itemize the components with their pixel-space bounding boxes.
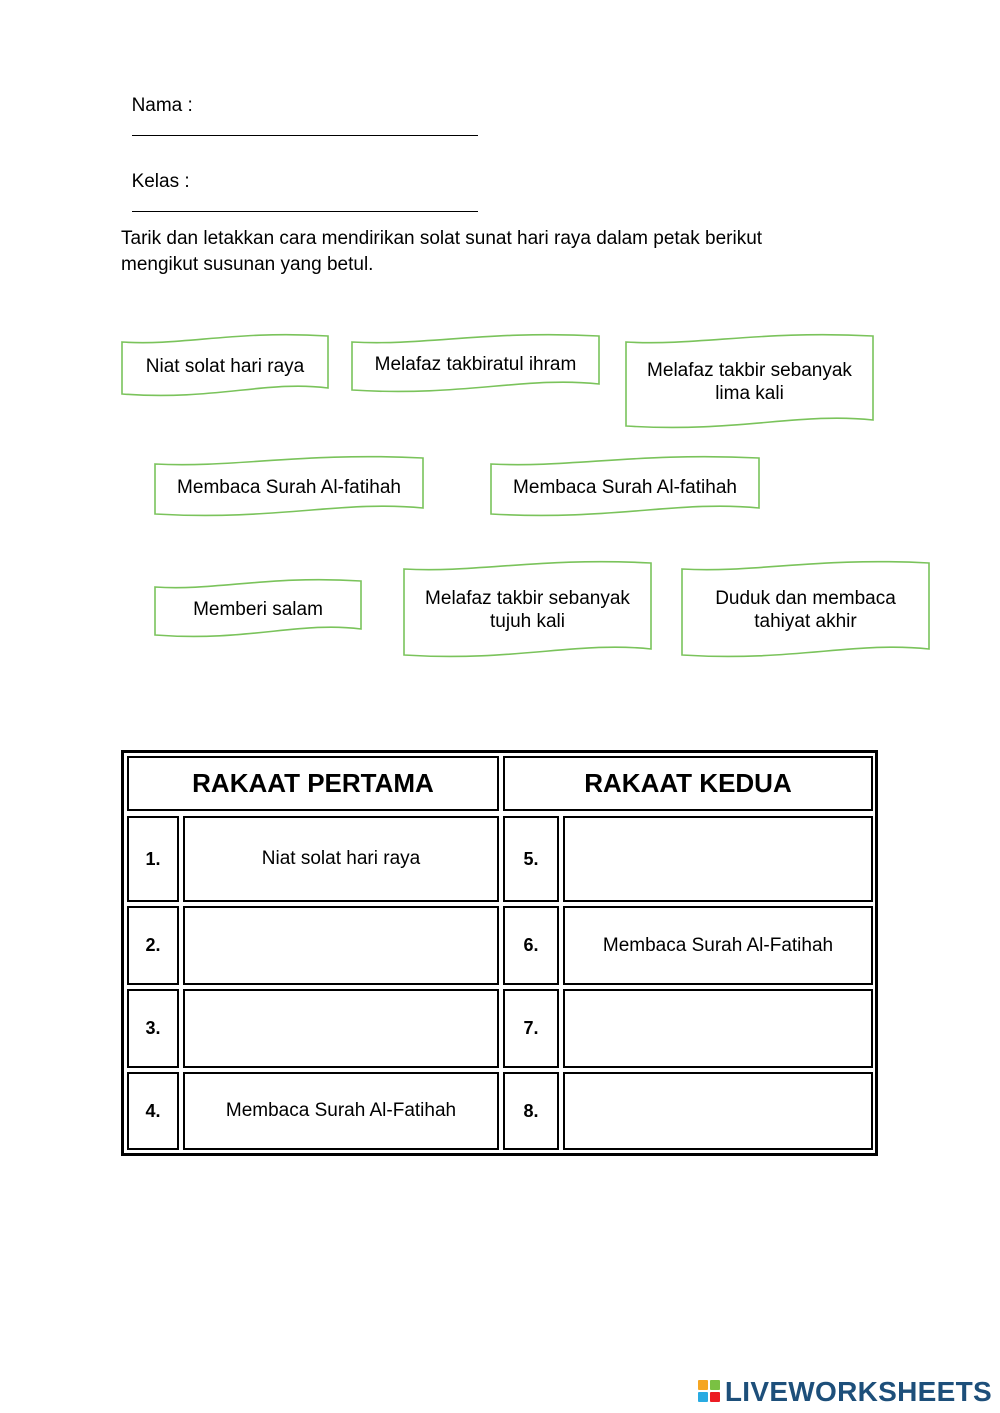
card-label: Membaca Surah Al-fatihah [177, 476, 401, 498]
drag-card[interactable]: Memberi salam [154, 578, 362, 640]
card-label: Niat solat hari raya [145, 355, 305, 377]
liveworksheets-wordmark: LIVEWORKSHEETS [724, 1376, 992, 1407]
card-label: Memberi salam [193, 598, 323, 620]
card-outline [403, 560, 652, 658]
drag-card[interactable]: Melafaz takbir sebanyak tujuh kali [403, 560, 652, 660]
drag-card[interactable]: Melafaz takbir sebanyak lima kali [625, 333, 874, 431]
card-shape [490, 455, 760, 517]
drag-card[interactable]: Membaca Surah Al-fatihah [154, 455, 424, 519]
card-outline [490, 455, 760, 517]
drop-slot[interactable] [183, 989, 499, 1068]
card-shape [351, 333, 600, 393]
card-outline [625, 333, 874, 429]
row-number: 3. [127, 989, 179, 1068]
card-outline [351, 333, 600, 393]
row-number: 7. [503, 989, 559, 1068]
card-label: Melafaz takbir sebanyak tujuh kali [425, 588, 630, 632]
card-label: Membaca Surah Al-fatihah [513, 476, 737, 498]
drop-slot[interactable] [563, 989, 873, 1068]
row-number: 1. [127, 816, 179, 902]
name-fill-line[interactable] [131, 117, 478, 136]
instruction-text: Tarik dan letakkan cara mendirikan solat… [121, 228, 763, 275]
liveworksheets-logo-icon [697, 1380, 722, 1404]
row-number: 4. [127, 1072, 179, 1150]
card-outline [154, 455, 424, 517]
name-label: Nama : [131, 95, 193, 116]
header-rakaat-pertama: RAKAAT PERTAMA [127, 756, 499, 811]
row-number: 6. [503, 906, 559, 985]
drop-slot[interactable]: Membaca Surah Al-Fatihah [563, 906, 873, 985]
class-row: Kelas : [121, 149, 478, 218]
card-shape [154, 455, 424, 517]
answer-table: RAKAAT PERTAMA RAKAAT KEDUA 1. Niat sola… [121, 750, 878, 1156]
card-shape [154, 578, 362, 638]
card-shape [681, 560, 930, 658]
card-label: Melafaz takbir sebanyak lima kali [647, 360, 852, 404]
card-outline [121, 333, 329, 397]
drop-slot[interactable] [183, 906, 499, 985]
class-label: Kelas : [131, 171, 190, 192]
name-row: Nama : [121, 73, 478, 142]
drag-card[interactable]: Niat solat hari raya [121, 333, 329, 399]
card-outline [154, 578, 362, 638]
card-shape [121, 333, 329, 397]
drag-card[interactable]: Duduk dan membaca tahiyat akhir [681, 560, 930, 660]
card-outline [681, 560, 930, 658]
card-shape [625, 333, 874, 429]
row-number: 2. [127, 906, 179, 985]
drop-slot[interactable] [563, 1072, 873, 1150]
drag-card[interactable]: Melafaz takbiratul ihram [351, 333, 600, 395]
drop-slot[interactable]: Niat solat hari raya [183, 816, 499, 902]
card-shape [403, 560, 652, 658]
header-rakaat-kedua: RAKAAT KEDUA [503, 756, 873, 811]
drop-slot[interactable]: Membaca Surah Al-Fatihah [183, 1072, 499, 1150]
liveworksheets-branding: LIVEWORKSHEETS [697, 1376, 992, 1408]
card-label: Duduk dan membaca tahiyat akhir [715, 588, 896, 632]
card-label: Melafaz takbiratul ihram [374, 353, 577, 375]
drop-slot[interactable] [563, 816, 873, 902]
drag-card[interactable]: Membaca Surah Al-fatihah [490, 455, 760, 519]
row-number: 8. [503, 1072, 559, 1150]
class-fill-line[interactable] [131, 193, 478, 212]
row-number: 5. [503, 816, 559, 902]
